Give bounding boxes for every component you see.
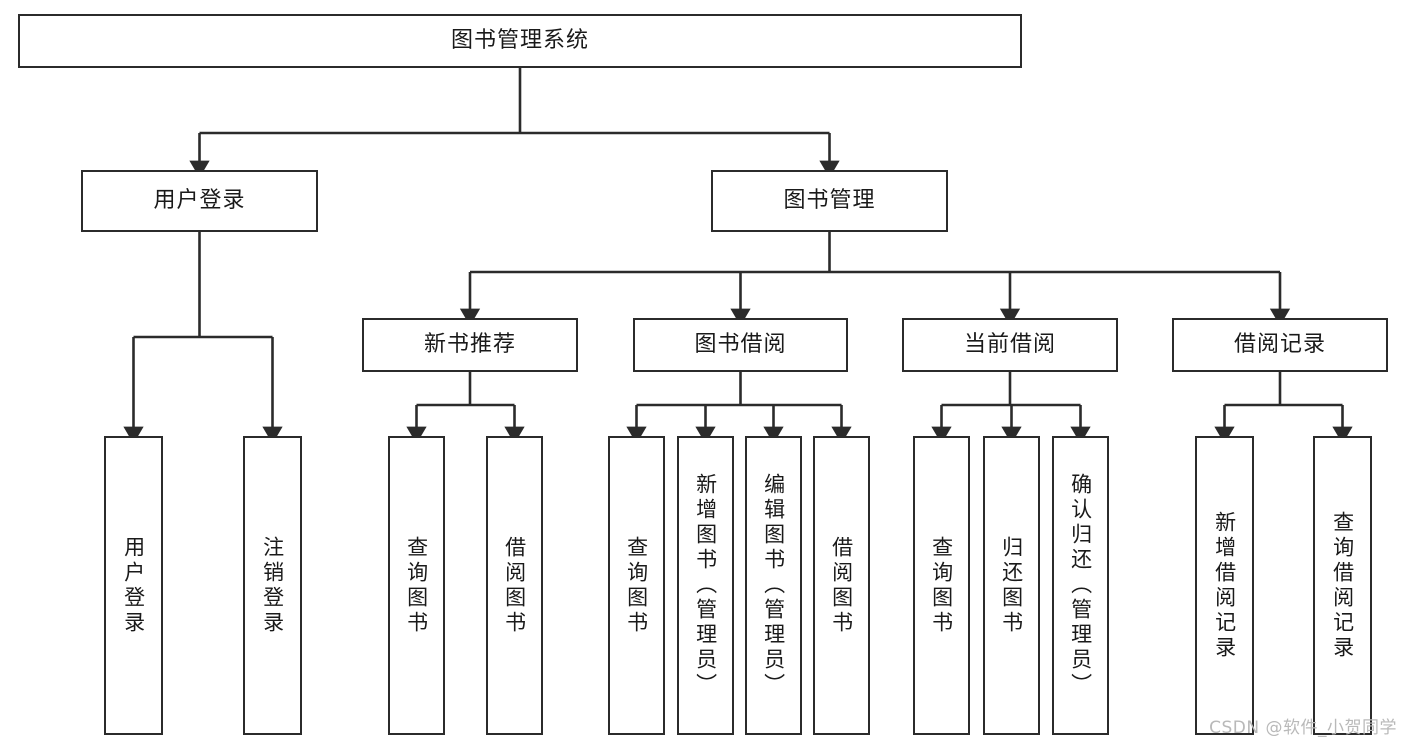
node-label: 新书推荐 <box>423 331 516 357</box>
node-book-manage[interactable]: 图书管理 <box>711 170 948 232</box>
leaf-add-book-admin[interactable]: 新增图书（管理员） <box>677 436 734 735</box>
leaf-query-borrow-record[interactable]: 查询借阅记录 <box>1313 436 1372 735</box>
node-root-system[interactable]: 图书管理系统 <box>18 14 1022 68</box>
node-label: 借阅记录 <box>1233 331 1326 357</box>
node-label: 确认归还（管理员） <box>1068 473 1093 698</box>
node-label: 注销登录 <box>260 535 285 636</box>
node-label: 借阅图书 <box>829 535 854 636</box>
node-label: 图书借阅 <box>694 331 787 357</box>
node-label: 查询图书 <box>929 535 954 636</box>
node-borrow-record[interactable]: 借阅记录 <box>1172 318 1388 372</box>
node-label: 归还图书 <box>999 535 1024 636</box>
node-current-borrow[interactable]: 当前借阅 <box>902 318 1118 372</box>
node-book-borrow[interactable]: 图书借阅 <box>633 318 848 372</box>
leaf-add-borrow-record[interactable]: 新增借阅记录 <box>1195 436 1254 735</box>
node-label: 图书管理系统 <box>450 27 589 53</box>
leaf-query-book-1[interactable]: 查询图书 <box>388 436 445 735</box>
leaf-edit-book-admin[interactable]: 编辑图书（管理员） <box>745 436 802 735</box>
node-label: 当前借阅 <box>963 331 1056 357</box>
leaf-borrow-book-1[interactable]: 借阅图书 <box>486 436 543 735</box>
node-user-login[interactable]: 用户登录 <box>81 170 318 232</box>
node-label: 用户登录 <box>121 535 146 636</box>
node-label: 查询图书 <box>404 535 429 636</box>
csdn-watermark: CSDN @软件_小贺同学 <box>1209 718 1397 738</box>
node-label: 借阅图书 <box>502 535 527 636</box>
leaf-query-book-2[interactable]: 查询图书 <box>608 436 665 735</box>
node-label: 新增图书（管理员） <box>693 473 718 698</box>
leaf-logout[interactable]: 注销登录 <box>243 436 302 735</box>
leaf-confirm-return-admin[interactable]: 确认归还（管理员） <box>1052 436 1109 735</box>
node-label: 用户登录 <box>153 187 246 213</box>
node-label: 查询图书 <box>624 535 649 636</box>
node-label: 查询借阅记录 <box>1330 510 1355 661</box>
node-new-book-recommend[interactable]: 新书推荐 <box>362 318 578 372</box>
node-label: 图书管理 <box>783 187 876 213</box>
node-label: 新增借阅记录 <box>1212 510 1237 661</box>
leaf-user-login[interactable]: 用户登录 <box>104 436 163 735</box>
node-label: 编辑图书（管理员） <box>761 473 786 698</box>
leaf-query-book-3[interactable]: 查询图书 <box>913 436 970 735</box>
leaf-borrow-book-2[interactable]: 借阅图书 <box>813 436 870 735</box>
leaf-return-book[interactable]: 归还图书 <box>983 436 1040 735</box>
